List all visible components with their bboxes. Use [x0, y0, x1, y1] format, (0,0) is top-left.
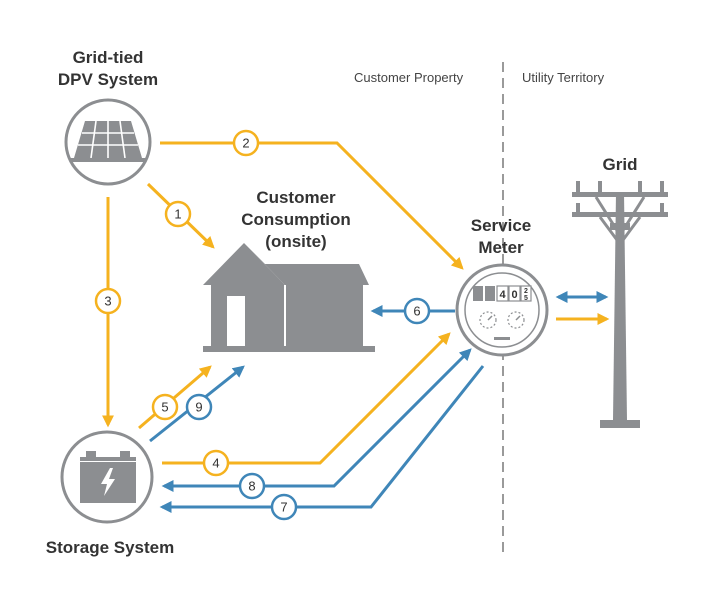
flow-badge-6-label: 6	[413, 304, 420, 319]
meter-digit-3-bottom: 5	[524, 295, 528, 302]
flow-badge-3: 3	[94, 287, 122, 315]
dpv-title-line2: DPV System	[58, 70, 158, 89]
flow-badge-8: 8	[238, 472, 266, 500]
flow-badge-5-label: 5	[161, 400, 168, 415]
region-label-customer-property: Customer Property	[354, 70, 464, 85]
utility-pole-icon	[572, 181, 668, 428]
flow-badge-2: 2	[232, 129, 260, 157]
flow-badge-4-label: 4	[212, 456, 219, 471]
flow-badge-9-label: 9	[195, 400, 202, 415]
flow-badge-7-label: 7	[280, 500, 287, 515]
meter-title-line1: Service	[471, 216, 532, 235]
region-label-utility-territory: Utility Territory	[522, 70, 605, 85]
flow-line-7	[159, 365, 485, 513]
flow-badge-7: 7	[270, 493, 298, 521]
flow-line-2	[160, 141, 464, 270]
dpv-title-line1: Grid-tied	[73, 48, 144, 67]
flow-badge-1: 1	[164, 200, 192, 228]
consumption-title-line3: (onsite)	[265, 232, 326, 251]
solar-panel-icon	[64, 98, 152, 186]
storage-title: Storage System	[46, 538, 175, 557]
flow-badge-1-label: 1	[174, 207, 181, 222]
meter-icon: 4 0 2 5	[455, 263, 549, 357]
meter-digit-2: 0	[511, 289, 517, 301]
flow-line-8	[161, 348, 472, 492]
consumption-title-line1: Customer	[256, 188, 336, 207]
house-icon	[203, 243, 375, 352]
flow-badge-4: 4	[202, 449, 230, 477]
flow-badge-6: 6	[403, 297, 431, 325]
flow-badge-8-label: 8	[248, 479, 255, 494]
meter-digit-3-top: 2	[524, 288, 528, 295]
flow-badge-3-label: 3	[104, 294, 111, 309]
battery-icon	[60, 430, 154, 524]
flow-badge-2-label: 2	[242, 136, 249, 151]
flow-badge-9: 9	[185, 393, 213, 421]
flow-badge-5: 5	[151, 393, 179, 421]
grid-title: Grid	[603, 155, 638, 174]
meter-digit-1: 4	[499, 289, 506, 301]
meter-title-line2: Meter	[478, 238, 524, 257]
consumption-title-line2: Consumption	[241, 210, 351, 229]
